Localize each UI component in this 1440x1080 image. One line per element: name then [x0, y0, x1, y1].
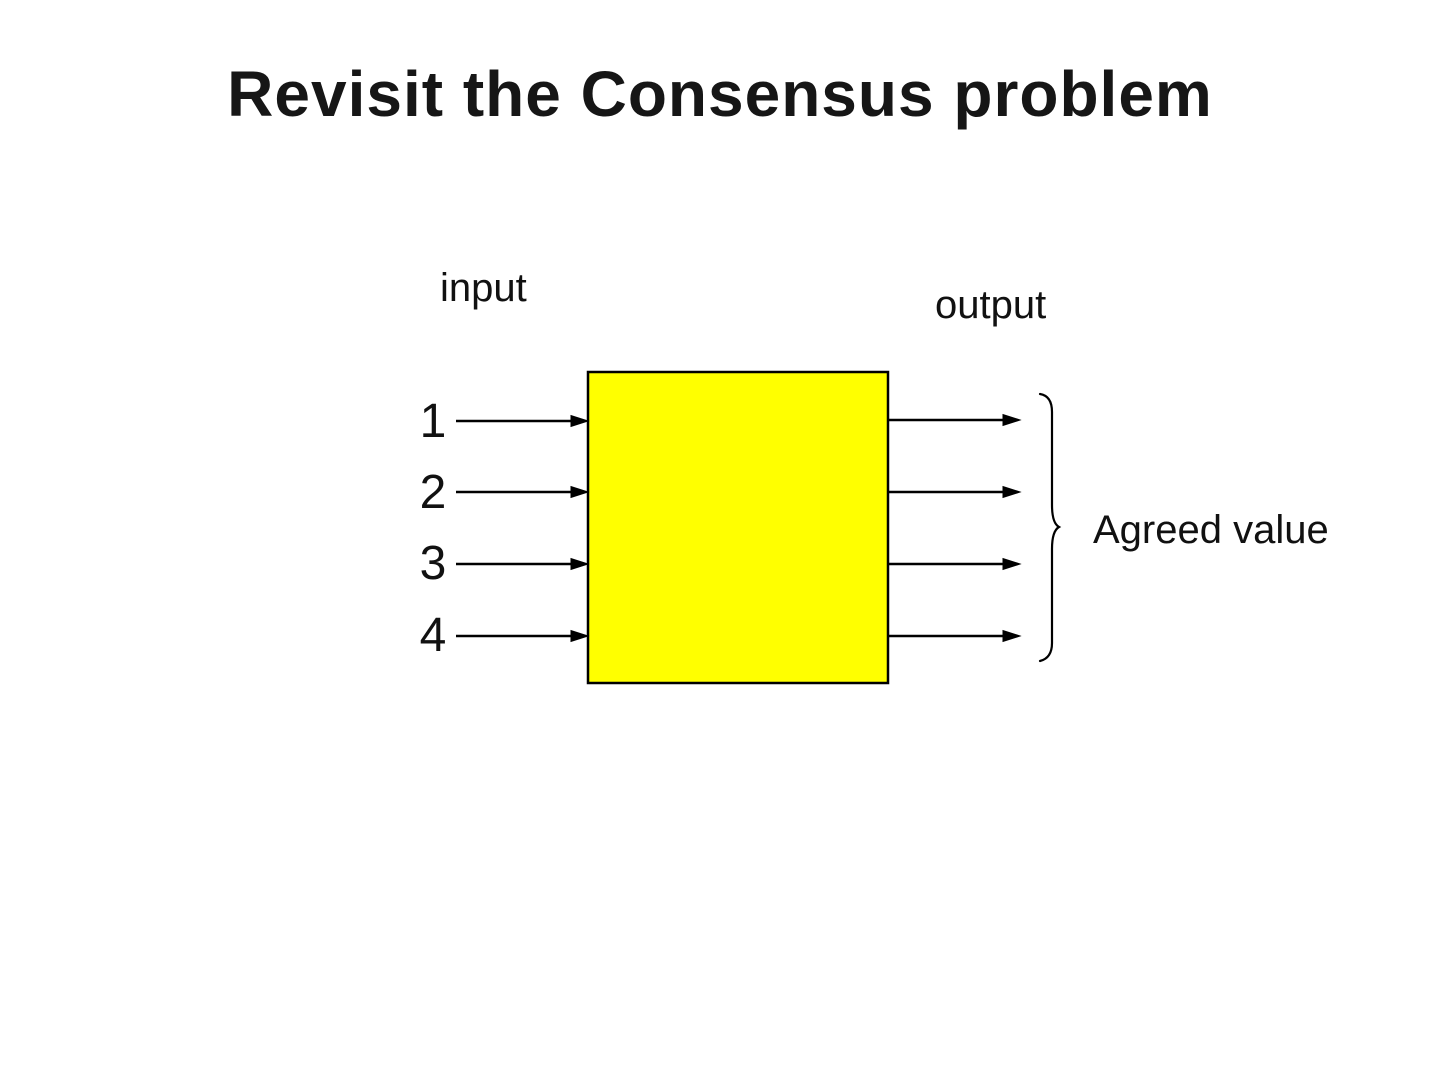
output-arrow-4-head-icon [1002, 629, 1022, 643]
process-id-2: 2 [419, 466, 447, 519]
input-arrow-2-head-icon [570, 485, 590, 499]
output-label: output [935, 283, 1047, 327]
agreed-value-label: Agreed value [1093, 508, 1329, 552]
process-id-3: 3 [419, 537, 447, 590]
curly-brace [1038, 392, 1062, 663]
output-arrows [888, 413, 1022, 643]
input-arrows [456, 414, 590, 643]
slide-title: Revisit the Consensus problem [227, 58, 1213, 130]
input-arrow-1-head-icon [570, 414, 590, 428]
process-id-1: 1 [419, 395, 447, 448]
output-arrow-1-head-icon [1002, 413, 1022, 427]
consensus-box [588, 372, 888, 683]
output-arrow-3-head-icon [1002, 557, 1022, 571]
consensus-box-border [586, 370, 890, 685]
input-arrow-3-head-icon [570, 557, 590, 571]
input-label: input [440, 266, 527, 310]
output-arrow-2-head-icon [1002, 485, 1022, 499]
process-id-4: 4 [419, 609, 447, 662]
input-arrow-4-head-icon [570, 629, 590, 643]
